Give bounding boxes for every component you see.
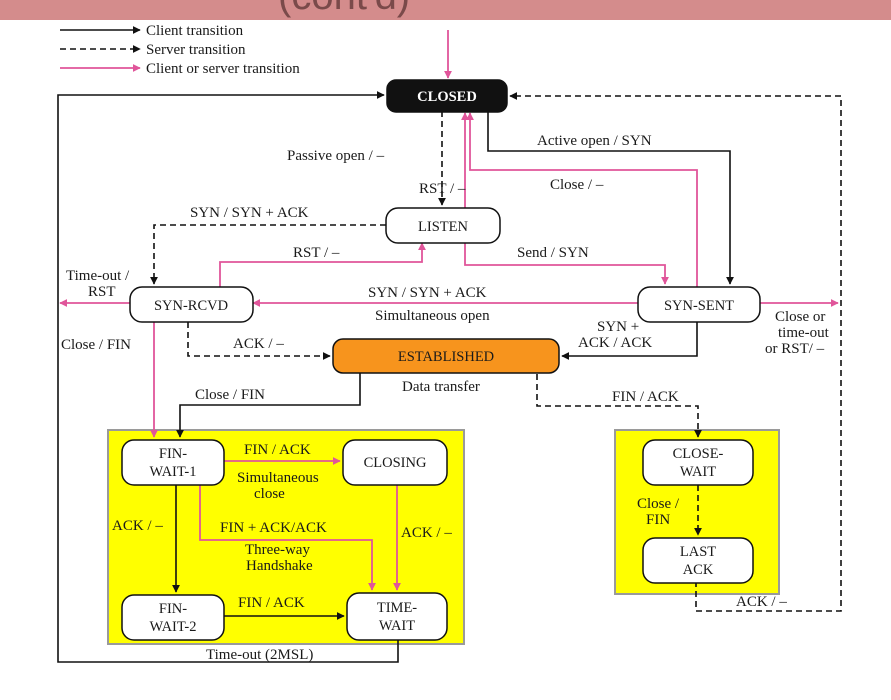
label-close-or-3: or RST/ – [765,341,825,357]
arrow-listen-synrcvd [150,224,386,285]
state-established-label: ESTABLISHED [398,349,494,365]
label-rst-synrcvd: RST / – [293,245,340,261]
label-syn-synack-listen: SYN / SYN + ACK [190,205,309,221]
state-fin-wait-2-line2: WAIT-2 [150,619,197,635]
label-simultaneous-close-2: close [254,486,285,502]
header-title-fragment: (cont'd) [278,0,410,19]
state-closing-label: CLOSING [364,455,427,471]
arrow-timeout-2msl [57,91,399,663]
label-data-transfer: Data transfer [402,379,480,395]
label-ack-closing: ACK / – [401,525,452,541]
state-time-wait-line2: WAIT [379,618,415,634]
state-close-wait: CLOSE- WAIT [642,439,754,486]
label-ack-synrcvd: ACK / – [233,336,284,352]
state-closing: CLOSING [342,439,448,486]
header-banner: (cont'd) [0,0,891,20]
label-timeout-2msl: Time-out (2MSL) [206,647,313,663]
state-syn-sent-label: SYN-SENT [664,298,734,314]
state-fin-wait-1-line2: WAIT-1 [150,464,197,480]
label-ack-last: ACK / – [736,594,787,610]
state-close-wait-line1: CLOSE- [673,446,724,462]
state-established: ESTABLISHED [332,338,560,374]
label-rst-listen: RST / – [419,181,466,197]
label-close-or-1: Close or [775,309,825,325]
label-three-way-2: Handshake [246,558,313,574]
state-closed: CLOSED [386,79,508,113]
label-three-way-1: Three-way [245,542,310,558]
label-close-synsent: Close / – [550,177,604,193]
state-fin-wait-2: FIN- WAIT-2 [121,594,225,641]
label-active-open: Active open / SYN [537,133,652,149]
arrow-ack-last [509,92,842,612]
arrow-fin-ack-closewait [536,374,702,438]
arrow-fin-ack-ack [199,485,376,591]
label-fin-ack-closewait: FIN / ACK [612,389,679,405]
state-close-wait-line2: WAIT [680,464,716,480]
state-closed-label: CLOSED [417,89,477,105]
state-fin-wait-1: FIN- WAIT-1 [121,439,225,486]
arrow-ack-synrcvd [187,322,331,360]
arrow-close-synsent [466,112,698,287]
state-listen-label: LISTEN [418,219,468,235]
label-syn-plus-1: SYN + [597,319,639,335]
legend-client: Client transition [146,23,244,39]
label-fin-ack-ack: FIN + ACK/ACK [220,520,327,536]
state-syn-rcvd: SYN-RCVD [129,286,254,323]
state-time-wait: TIME- WAIT [346,592,448,641]
state-last-ack-line1: LAST [680,544,716,560]
label-timeout-rst-2: RST [88,284,116,300]
state-last-ack: LAST ACK [642,537,754,584]
arrow-rst-synrcvd [219,242,426,288]
transition-labels: Passive open / – Active open / SYN RST /… [61,133,830,663]
state-syn-sent: SYN-SENT [637,286,761,323]
label-close-fin-cw-2: FIN [646,512,670,528]
arrow-synack-ack [561,322,698,360]
label-simultaneous-syn: SYN / SYN + ACK [368,285,487,301]
arrow-send-syn [464,243,669,285]
label-close-fin-established: Close / FIN [195,387,265,403]
label-passive-open: Passive open / – [287,148,385,164]
arrow-close-fin-established [176,372,361,438]
state-last-ack-line2: ACK [683,562,714,578]
state-time-wait-line1: TIME- [377,600,417,616]
label-simultaneous-close-1: Simultaneous [237,470,319,486]
arrow-active-open [487,111,734,285]
label-close-fin-cw-1: Close / [637,496,680,512]
label-simultaneous-open: Simultaneous open [375,308,490,324]
state-fin-wait-1-line1: FIN- [159,446,187,462]
legend-either: Client or server transition [146,61,300,77]
label-close-fin-synrcvd: Close / FIN [61,337,131,353]
label-fin-ack-closing: FIN / ACK [244,442,311,458]
label-timeout-rst-1: Time-out / [66,268,130,284]
label-syn-plus-2: ACK / ACK [578,335,652,351]
label-send-syn: Send / SYN [517,245,589,261]
label-ack-fw1: ACK / – [112,518,163,534]
state-syn-rcvd-label: SYN-RCVD [154,298,228,314]
label-fin-ack-fw2: FIN / ACK [238,595,305,611]
legend-server: Server transition [146,42,246,58]
label-close-or-2: time-out [778,325,830,341]
legend: Client transition Server transition Clie… [60,23,300,77]
state-fin-wait-2-line1: FIN- [159,601,187,617]
state-listen: LISTEN [385,207,501,244]
